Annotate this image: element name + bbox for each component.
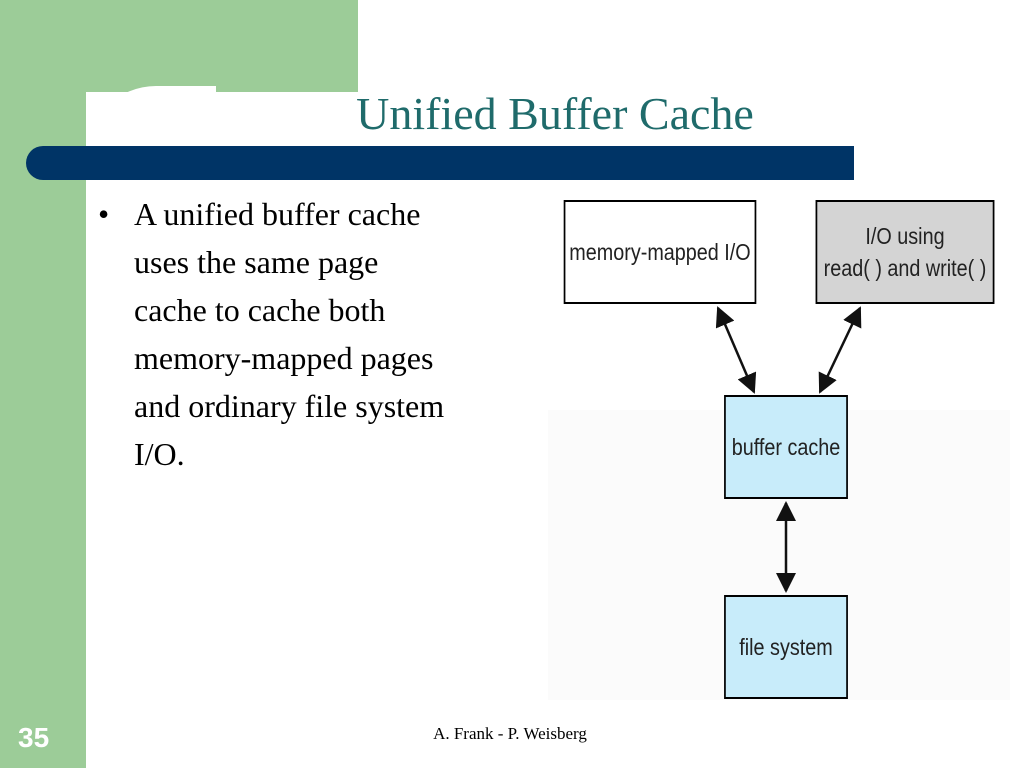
buffer-cache-label: buffer cache [731, 434, 841, 460]
arrow-mmap-to-buffer [715, 306, 757, 394]
title-underline-bar [26, 146, 854, 180]
file-system-node: file system [724, 595, 848, 699]
sidebar-green-band [0, 0, 86, 768]
memory-mapped-io-label: memory-mapped I/O [569, 239, 751, 265]
read-write-io-label: I/O using read( ) and write( ) [823, 223, 987, 281]
slide-title: Unified Buffer Cache [356, 88, 754, 139]
file-system-label: file system [739, 634, 833, 660]
bullet-list: • A unified buffer cache uses the same p… [98, 190, 528, 478]
read-write-io-node: I/O using read( ) and write( ) [815, 200, 995, 304]
bullet-dot: • [98, 196, 110, 232]
slide-number: 35 [18, 722, 50, 753]
memory-mapped-io-node: memory-mapped I/O [563, 200, 757, 304]
bullet-text: A unified buffer cache uses the same pag… [134, 196, 445, 472]
footer-authors: A. Frank - P. Weisberg [433, 724, 587, 743]
arrow-rw-to-buffer [818, 306, 862, 394]
buffer-cache-node: buffer cache [724, 395, 848, 499]
top-green-band [0, 0, 358, 92]
